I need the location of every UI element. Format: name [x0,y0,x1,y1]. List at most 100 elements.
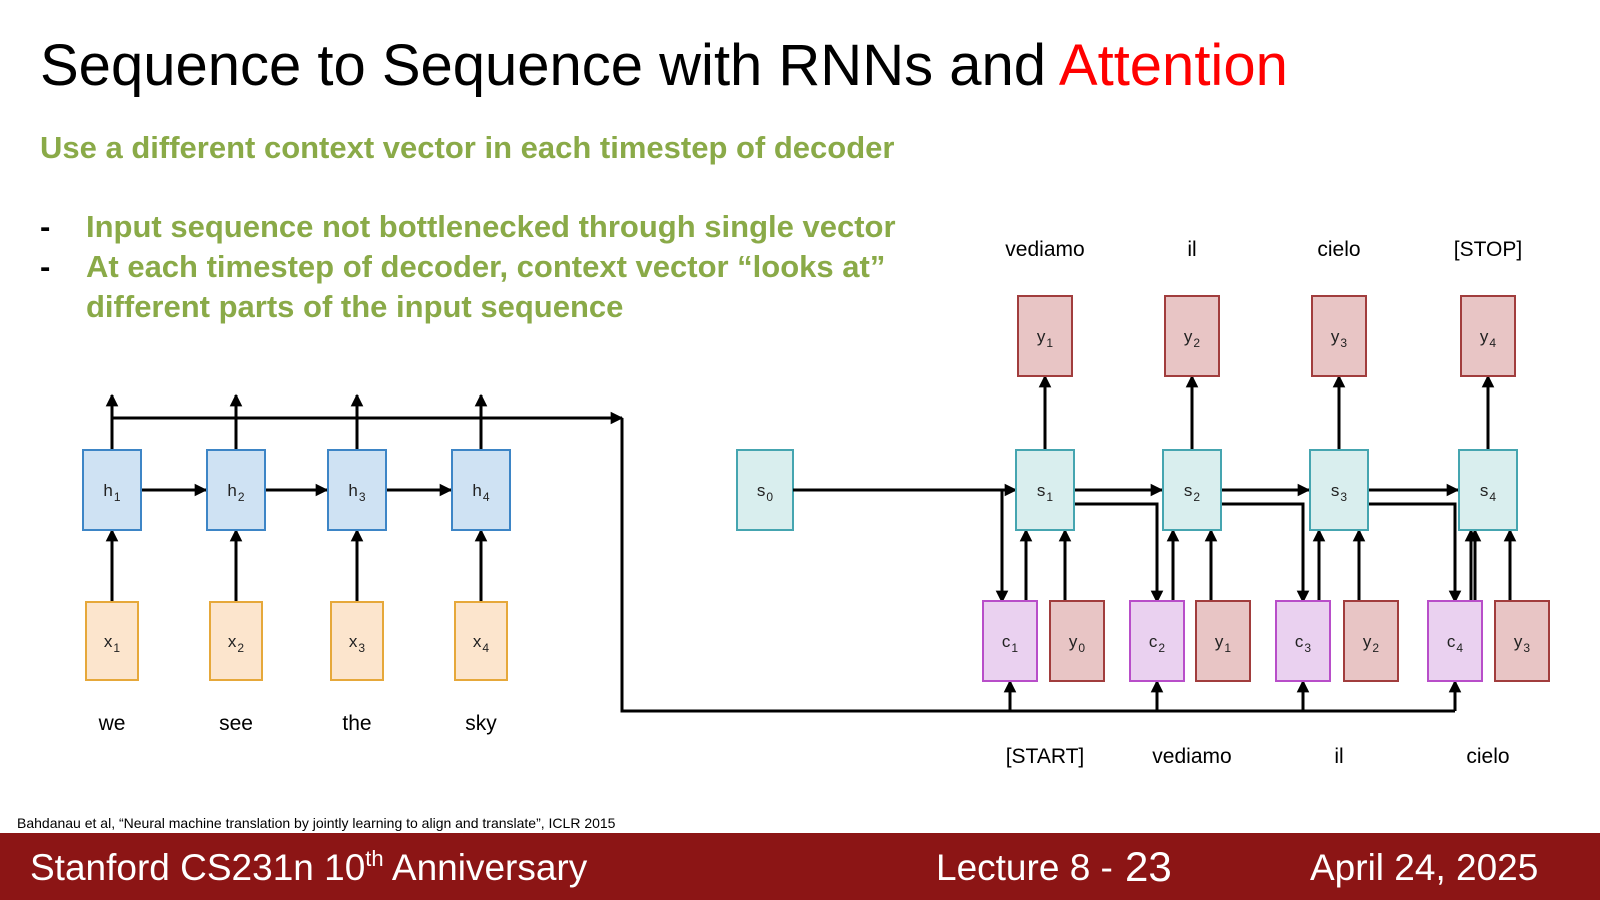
decoder-state-2-label-base: s [1184,481,1193,500]
decoder-initial-state-label: s0 [757,481,774,504]
decoder-output-4-label-subscript: 4 [1489,336,1496,350]
decoder-output-1-label-base: y [1037,327,1046,346]
encoder-hidden-3-label: h3 [348,481,365,504]
decoder-prev-output-4-label: y3 [1514,632,1531,655]
course-title: Stanford CS231n 10 [30,847,366,888]
bullet-marker: - [40,249,51,284]
footer-bar: Stanford CS231n 10th Anniversary Lecture… [0,833,1600,900]
state-to-context-arrow [1368,502,1462,604]
decoder-prev-output-4-label-subscript: 3 [1523,641,1530,655]
decoder-state-2 [1162,449,1222,531]
decoder-initial-state-label-subscript: 0 [766,490,773,504]
decoder-output-3-label-subscript: 3 [1340,336,1347,350]
bullet-item: - Input sequence not bottlenecked throug… [40,207,976,247]
context-vector-4-label-base: c [1447,632,1456,651]
encoder-hidden-1-label: h1 [103,481,120,504]
decoder-output-4-label-base: y [1480,327,1489,346]
decoder-state-2-label-subscript: 2 [1193,490,1200,504]
encoder-input-3-label-subscript: 3 [358,641,365,655]
decoder-prev-output-3 [1343,600,1399,682]
target-word-4: [STOP] [1454,238,1522,261]
context-vector-2-label-subscript: 2 [1158,641,1165,655]
bullet-item: - At each timestep of decoder, context v… [40,247,976,327]
source-word-1: we [98,712,126,735]
encoder-input-2-label-base: x [228,632,237,651]
decoder-prev-output-3-label-base: y [1363,632,1372,651]
decoder-state-4-label: s4 [1480,481,1497,504]
context-vector-4 [1427,600,1483,682]
decoder-state-4-label-subscript: 4 [1489,490,1496,504]
encoder-hidden-4-label-base: h [472,481,481,500]
course-suffix: Anniversary [383,847,588,888]
context-vector-1-label-base: c [1002,632,1011,651]
decoder-initial-state [736,449,794,531]
encoder-input-2 [209,601,263,681]
encoder-hidden-1 [82,449,142,531]
decoder-prev-output-4-label-base: y [1514,632,1523,651]
context-vector-2-label: c2 [1149,632,1166,655]
context-vector-3-label-subscript: 3 [1304,641,1311,655]
decoder-prev-output-2-label: y1 [1215,632,1232,655]
decoder-input-word-1: [START] [1006,745,1085,768]
decoder-state-4-label-base: s [1480,481,1489,500]
source-word-3: the [342,712,371,735]
encoder-input-1-label-base: x [104,632,113,651]
decoder-state-4 [1458,449,1518,531]
encoder-hidden-2-label-subscript: 2 [238,490,245,504]
decoder-output-1-label: y1 [1037,327,1054,350]
title-accent: Attention [1058,33,1288,98]
decoder-output-2-label: y2 [1184,327,1201,350]
decoder-output-2-label-subscript: 2 [1193,336,1200,350]
context-feed-line [620,418,1455,713]
context-vector-4-label: c4 [1447,632,1464,655]
encoder-input-2-label: x2 [228,632,245,655]
decoder-state-3-label: s3 [1331,481,1348,504]
encoder-input-3-label-base: x [349,632,358,651]
decoder-state-1-label-subscript: 1 [1046,490,1053,504]
decoder-state-1-label: s1 [1037,481,1054,504]
encoder-hidden-2-label-base: h [227,481,236,500]
decoder-state-3 [1309,449,1369,531]
decoder-state-3-label-subscript: 3 [1340,490,1347,504]
state-to-context-arrow [1221,502,1310,604]
decoder-output-2-label-base: y [1184,327,1193,346]
encoder-hidden-4-label-subscript: 4 [483,490,490,504]
context-vector-1-label: c1 [1002,632,1019,655]
decoder-prev-output-2 [1195,600,1251,682]
encoder-hidden-3 [327,449,387,531]
decoder-state-3-label-base: s [1331,481,1340,500]
decoder-state-1 [1015,449,1075,531]
encoder-input-4-label-subscript: 4 [482,641,489,655]
encoder-hidden-1-label-base: h [103,481,112,500]
target-word-3: cielo [1317,238,1360,261]
source-word-2: see [219,712,253,735]
source-word-4: sky [465,712,497,735]
decoder-state-2-label: s2 [1184,481,1201,504]
bullet-marker: - [40,209,51,244]
title-main: Sequence to Sequence with RNNs and [40,33,1059,98]
encoder-input-2-label-subscript: 2 [237,641,244,655]
encoder-hidden-1-label-subscript: 1 [114,490,121,504]
encoder-hidden-2-label: h2 [227,481,244,504]
encoder-hidden-4 [451,449,511,531]
decoder-output-4-label: y4 [1480,327,1497,350]
encoder-hidden-3-label-subscript: 3 [359,490,366,504]
context-vector-4-label-subscript: 4 [1456,641,1463,655]
slide-number: 23 [1125,843,1172,890]
encoder-input-4 [454,601,508,681]
citation: Bahdanau et al, “Neural machine translat… [17,815,616,831]
decoder-prev-output-2-label-base: y [1215,632,1224,651]
context-vector-1 [982,600,1038,682]
context-vector-3 [1275,600,1331,682]
decoder-output-1 [1017,295,1073,377]
slide-title: Sequence to Sequence with RNNs and Atten… [40,32,1288,99]
encoder-hidden-3-label-base: h [348,481,357,500]
lecture-label: Lecture 8 - [936,847,1113,888]
decoder-prev-output-1-label-base: y [1069,632,1078,651]
encoder-input-1-label-subscript: 1 [113,641,120,655]
encoder-input-3 [330,601,384,681]
decoder-prev-output-4 [1494,600,1550,682]
decoder-input-word-2: vediamo [1152,745,1231,768]
slide-subtitle: Use a different context vector in each t… [40,130,895,165]
